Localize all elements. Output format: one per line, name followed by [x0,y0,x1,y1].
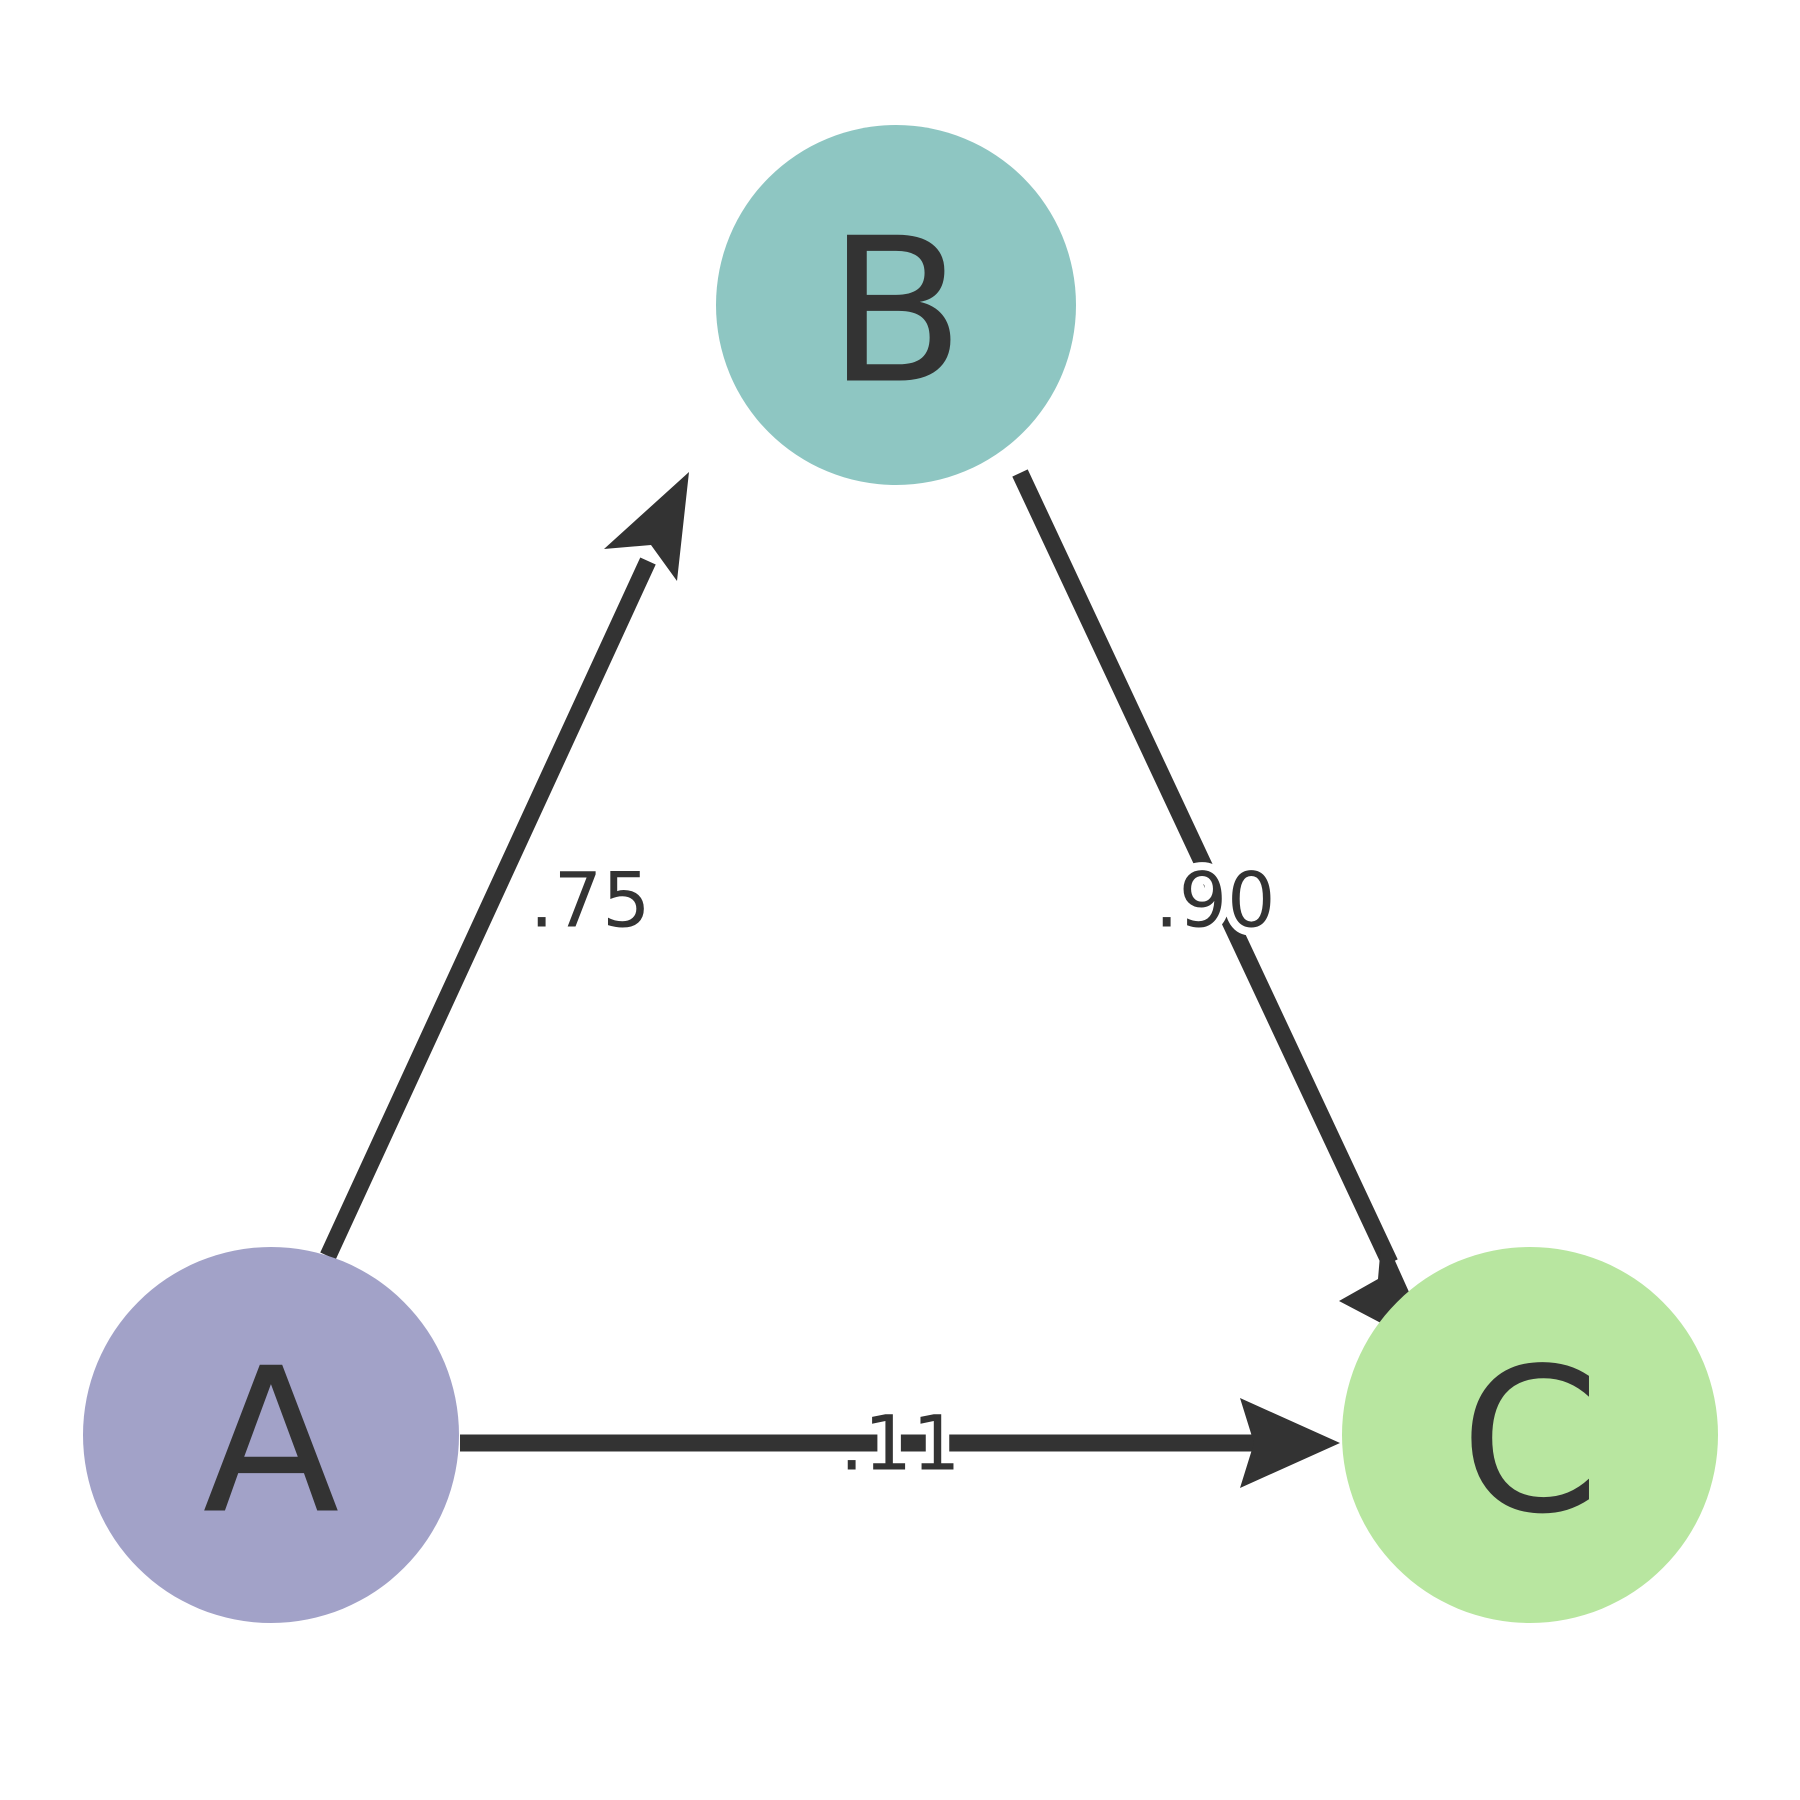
node-b-label: B [827,196,964,429]
node-a-label: A [203,1326,340,1559]
edge-a-to-c[interactable] [460,1398,1340,1488]
edge-b-to-c-line [1012,469,1398,1267]
edge-label-bc: .90 [1155,856,1276,945]
node-a-circle[interactable] [83,1247,459,1623]
node-b[interactable]: B [716,125,1076,485]
node-c-circle[interactable] [1342,1247,1718,1623]
node-c[interactable]: C [1342,1247,1718,1623]
edge-a-to-b[interactable] [320,472,689,1260]
edge-label-ac: .11 [840,1399,961,1488]
edge-label-bc-halo: .90 [1155,856,1276,945]
edge-label-group: .75 .75 .90 .90 .11 .11 [522,848,1284,1496]
edge-label-ac-halo: .11 [840,1399,961,1488]
node-b-circle[interactable] [716,125,1076,485]
edge-a-to-c-arrowhead [1240,1398,1340,1488]
node-c-label: C [1460,1326,1600,1559]
edge-a-to-b-arrowhead [604,472,689,581]
edge-a-to-b-line [320,557,656,1260]
edge-label-ab: .75 [530,856,651,945]
edge-label-ab-halo: .75 [530,856,651,945]
node-a[interactable]: A [83,1247,459,1623]
